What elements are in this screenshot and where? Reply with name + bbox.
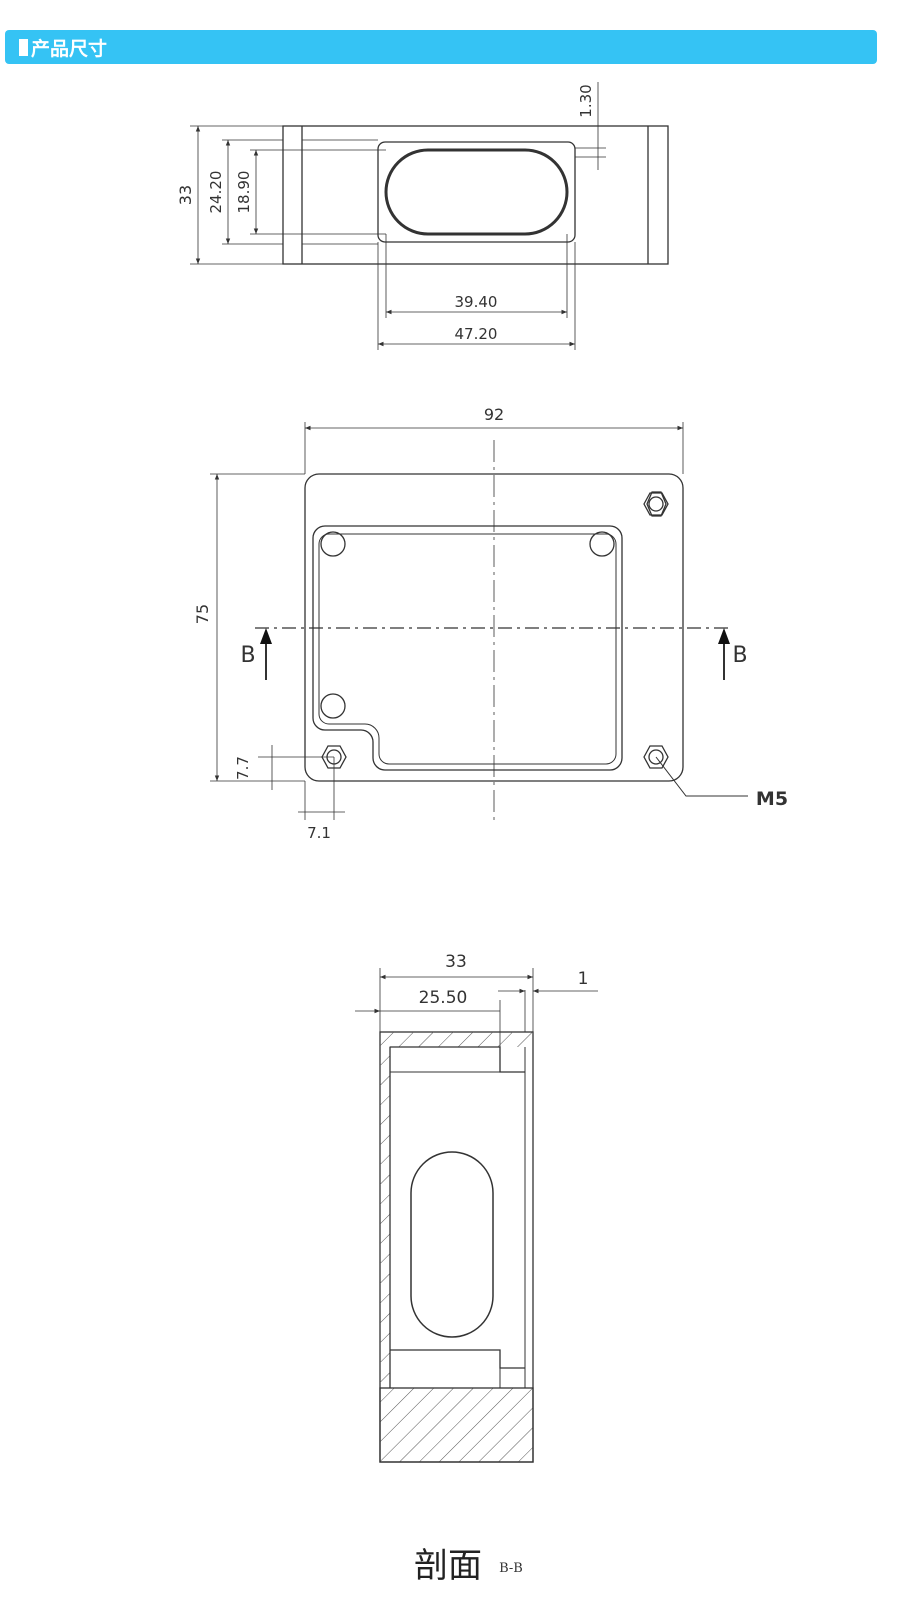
section-caption-sub: B-B: [499, 1561, 523, 1576]
section-header-bar: 产品尺寸: [5, 30, 877, 64]
section-dim-total-depth: 33: [445, 952, 467, 972]
section-dim-inner-depth: 25.50: [419, 988, 468, 1008]
top-view-window-slot: [384, 148, 569, 236]
plan-section-label-left: B: [240, 643, 255, 668]
top-view-body-outline: [282, 125, 669, 265]
header-marker-icon: [19, 38, 28, 56]
plan-dim-height: 75: [193, 604, 212, 624]
plan-dim-width: 92: [484, 405, 504, 424]
section-view: [355, 968, 598, 1463]
plan-view-gasket-inner: [318, 533, 617, 765]
plan-thread-label: M5: [756, 788, 788, 810]
hex-nut-icon-top-right: [643, 491, 669, 517]
top-dim-height-total: 33: [176, 185, 195, 205]
section-caption-main: 剖面: [414, 1546, 482, 1586]
hex-nut-icon-bottom-right: [643, 745, 669, 769]
plan-view: [210, 422, 748, 820]
plan-section-label-right: B: [732, 643, 747, 668]
plan-thread-leader: [655, 756, 748, 797]
top-dim-window-outer-width: 47.20: [455, 325, 498, 343]
top-dim-depth: 1.30: [577, 84, 595, 117]
plan-dim-hole-y-offset: 7.7: [234, 756, 252, 780]
plan-corner-boss-bottom-left: [320, 693, 346, 719]
top-view: [190, 82, 669, 350]
top-dim-height-window: 18.90: [235, 171, 253, 214]
plan-view-outer-outline: [304, 473, 684, 782]
top-view-window-frame: [377, 141, 576, 243]
section-dim-wall: 1: [578, 969, 589, 989]
top-dim-window-inner-width: 39.40: [455, 293, 498, 311]
plan-corner-boss-top-right: [589, 531, 615, 557]
section-bottom-block: [379, 1387, 534, 1463]
top-dim-height-flange: 24.20: [207, 171, 225, 214]
section-oval-slot: [410, 1151, 494, 1338]
plan-corner-boss-top-left: [320, 531, 346, 557]
plan-dim-hole-x-offset: 7.1: [307, 824, 331, 842]
section-header-title: 产品尺寸: [31, 37, 108, 60]
plan-view-gasket-outer: [312, 525, 623, 771]
